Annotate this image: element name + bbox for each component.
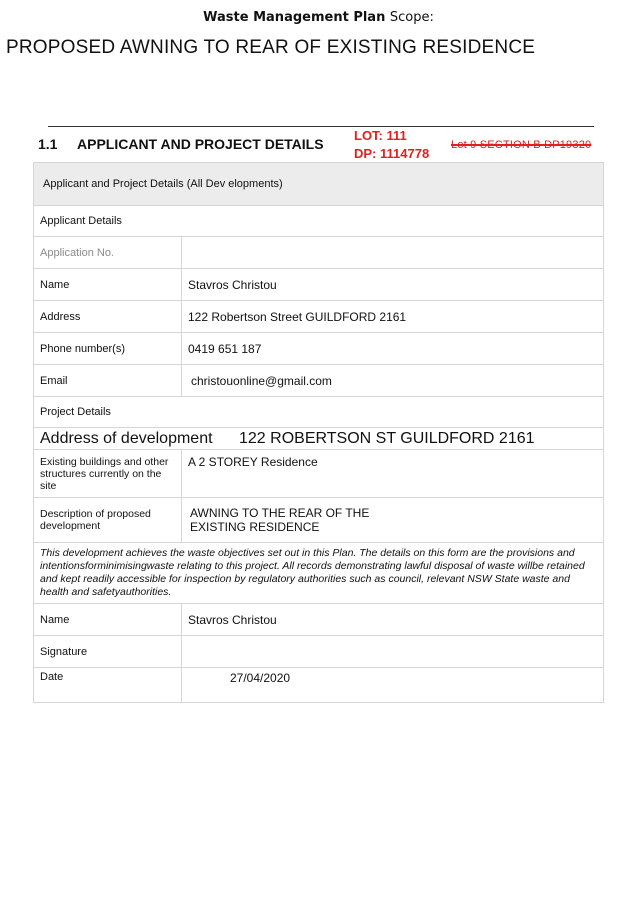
description-label: Description of proposed development: [33, 497, 182, 543]
applicant-project-form: Applicant and Project Details (All Dev e…: [33, 162, 604, 703]
form-header: Applicant and Project Details (All Dev e…: [33, 162, 604, 206]
struck-old-lot: Lot 9 SECTION B DP19320: [451, 139, 592, 151]
description-line-2: EXISTING RESIDENCE: [190, 520, 320, 534]
lot-annotation: LOT: 111: [354, 128, 407, 143]
document-title-text: Waste Management Plan: [203, 10, 386, 25]
existing-buildings-field[interactable]: A 2 STOREY Residence: [181, 449, 604, 498]
description-line-1: AWNING TO THE REAR OF THE: [190, 506, 370, 520]
description-field[interactable]: AWNING TO THE REAR OF THE EXISTING RESID…: [181, 497, 604, 543]
phone-field[interactable]: 0419 651 187: [181, 332, 604, 365]
document-title-suffix: Scope:: [389, 10, 434, 25]
signature-label: Signature: [33, 635, 182, 668]
email-label: Email: [33, 364, 182, 397]
existing-buildings-label: Existing buildings and other structures …: [33, 449, 182, 498]
development-address-label: Address of development: [40, 429, 213, 447]
signatory-name-field[interactable]: Stavros Christou: [181, 603, 604, 636]
name-field[interactable]: Stavros Christou: [181, 268, 604, 301]
application-no-label: Application No.: [33, 236, 182, 269]
applicant-details-heading: Applicant Details: [33, 205, 604, 237]
section-divider: [48, 126, 594, 127]
dp-annotation: DP: 1114778: [354, 146, 430, 161]
scope-heading: PROPOSED AWNING TO REAR OF EXISTING RESI…: [6, 37, 536, 58]
email-field[interactable]: christouonline@gmail.com: [181, 364, 604, 397]
application-no-field[interactable]: [181, 236, 604, 269]
document-title: Waste Management Plan Scope:: [0, 10, 637, 25]
date-label: Date: [33, 667, 182, 703]
signatory-name-label: Name: [33, 603, 182, 636]
section-number: 1.1: [38, 136, 58, 152]
address-label: Address: [33, 300, 182, 333]
date-field[interactable]: 27/04/2020: [181, 667, 604, 703]
signature-field[interactable]: [181, 635, 604, 668]
name-label: Name: [33, 268, 182, 301]
project-details-heading: Project Details: [33, 396, 604, 428]
phone-label: Phone number(s): [33, 332, 182, 365]
address-field[interactable]: 122 Robertson Street GUILDFORD 2161: [181, 300, 604, 333]
section-title: APPLICANT AND PROJECT DETAILS: [77, 136, 324, 152]
development-address-row: Address of development 122 ROBERTSON ST …: [33, 427, 604, 450]
development-address-value[interactable]: 122 ROBERTSON ST GUILDFORD 2161: [239, 429, 535, 447]
declaration-text: This development achieves the waste obje…: [33, 542, 604, 604]
